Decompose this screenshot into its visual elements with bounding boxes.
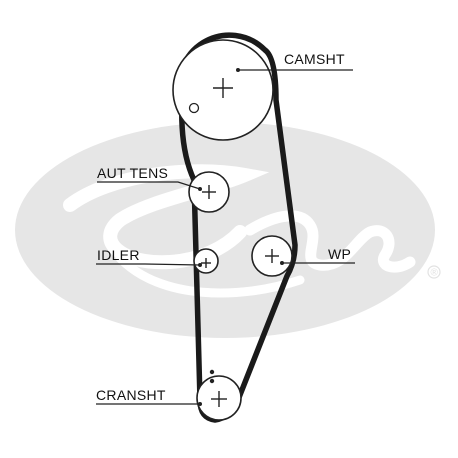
leader-dot-aut-tens bbox=[198, 187, 202, 191]
leader-aut-tens bbox=[97, 181, 201, 190]
auto-tensioner-pulley bbox=[188, 171, 230, 213]
label-crankshaft: CRANSHT bbox=[96, 387, 166, 403]
watermark-script-ates bbox=[244, 210, 416, 273]
leader-idler bbox=[96, 263, 201, 266]
leader-dot-wp bbox=[280, 261, 284, 265]
registered-mark-icon bbox=[427, 265, 441, 279]
gates-watermark: ® bbox=[15, 122, 441, 338]
watermark-script-tail bbox=[115, 253, 305, 298]
label-idler: IDLER bbox=[97, 247, 140, 263]
crankshaft-timing-mark-2 bbox=[209, 378, 215, 384]
crankshaft-pulley bbox=[196, 369, 242, 421]
label-auto-tensioner: AUT TENS bbox=[97, 165, 168, 181]
idler-pulley bbox=[193, 248, 219, 274]
camshaft-timing-mark bbox=[188, 102, 200, 114]
water-pump-pulley bbox=[251, 235, 293, 277]
camshaft-pulley bbox=[172, 39, 274, 141]
registered-mark: ® bbox=[431, 268, 439, 279]
crankshaft-timing-mark bbox=[209, 369, 215, 375]
leader-dot-cransht bbox=[198, 402, 202, 406]
leader-dot-idler bbox=[198, 263, 202, 267]
label-camshaft: CAMSHT bbox=[284, 51, 345, 67]
watermark-script-g bbox=[63, 164, 270, 270]
leader-dot-camshaft bbox=[236, 68, 240, 72]
label-water-pump: WP bbox=[328, 246, 351, 262]
leader-lines bbox=[96, 69, 355, 405]
